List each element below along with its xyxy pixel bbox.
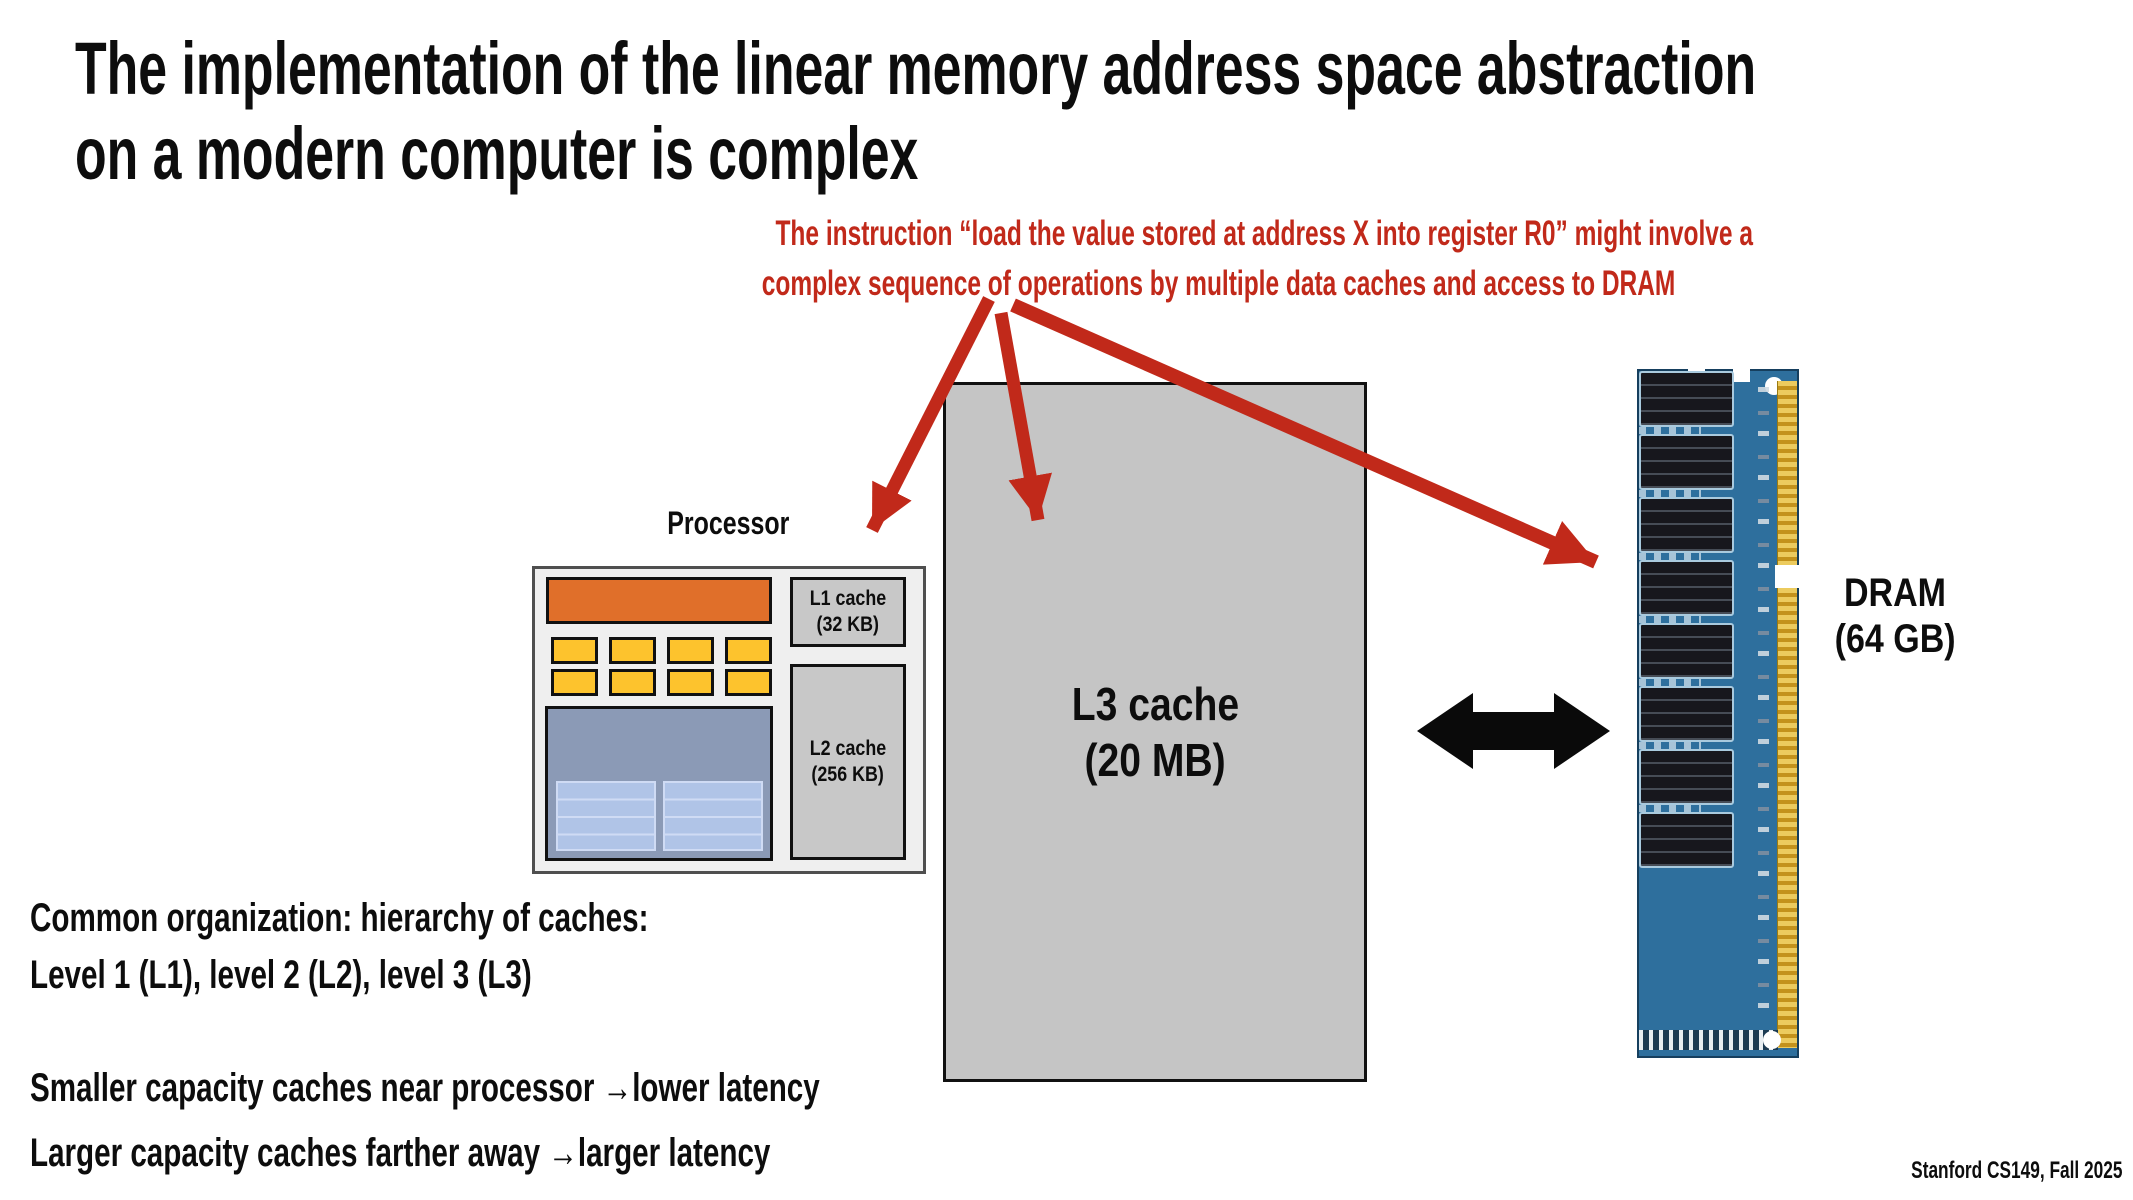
dram-top-notch [1733,369,1750,382]
dram-chip-separator [1639,427,1701,434]
core-block [725,669,772,696]
note-line-3: Smaller capacity caches near processor →… [30,1066,820,1110]
subtitle-line-1: The instruction “load the value stored a… [775,214,1753,253]
l3-dram-double-arrow [1417,693,1610,769]
dram-chips [1639,371,1734,868]
processor-box: L1 cache (32 KB) L2 cache (256 KB) [532,566,926,874]
dram-chip-separator [1639,616,1701,623]
title-line-2: on a modern computer is complex [75,112,919,195]
dram-smd-components [1758,387,1769,1023]
dram-key-notch [1775,565,1799,588]
note-line-1: Common organization: hierarchy of caches… [30,896,649,940]
dram-chip-separator [1639,742,1701,749]
l3-cache-box: L3 cache (20 MB) [943,382,1367,1082]
dram-chip [1639,623,1734,679]
core-block [725,637,772,664]
dram-chip [1639,686,1734,742]
dram-chip [1639,434,1734,490]
dram-chip-separator [1639,805,1701,812]
dram-module-image [1637,369,1799,1058]
dram-gold-pins [1777,381,1797,1048]
core-block [667,669,714,696]
l1-cache-box: L1 cache (32 KB) [790,577,906,647]
execution-unit-block [546,577,772,624]
dram-mount-hole [1763,1031,1781,1049]
processor-label: Processor [666,505,790,541]
simd-table-right [663,781,763,851]
register-file-block [545,706,773,861]
dram-chip [1639,560,1734,616]
course-footer: Stanford CS149, Fall 2025 [1910,1157,2122,1184]
core-block [551,669,598,696]
dram-chip [1639,497,1734,553]
title-line-1: The implementation of the linear memory … [75,27,1757,110]
note-line-2: Level 1 (L1), level 2 (L2), level 3 (L3) [30,953,532,997]
simd-table-left [556,781,656,851]
l2-cache-box: L2 cache (256 KB) [790,664,906,860]
dram-label: DRAM (64 GB) [1834,571,1956,661]
dram-chip-separator [1639,679,1701,686]
core-block [609,637,656,664]
core-block [667,637,714,664]
dram-chip-separator [1639,490,1701,497]
dram-chip [1639,371,1734,427]
slide-title: The implementation of the linear memory … [75,26,2133,196]
subtitle-annotation: The instruction “load the value stored a… [566,209,1753,309]
dram-chip [1639,812,1734,868]
dram-chip [1639,749,1734,805]
core-block [551,637,598,664]
note-line-4: Larger capacity caches farther away →lar… [30,1131,771,1175]
dram-bottom-pins [1639,1030,1778,1050]
subtitle-line-2: complex sequence of operations by multip… [761,264,1676,303]
core-block [609,669,656,696]
dram-chip-separator [1639,553,1701,560]
